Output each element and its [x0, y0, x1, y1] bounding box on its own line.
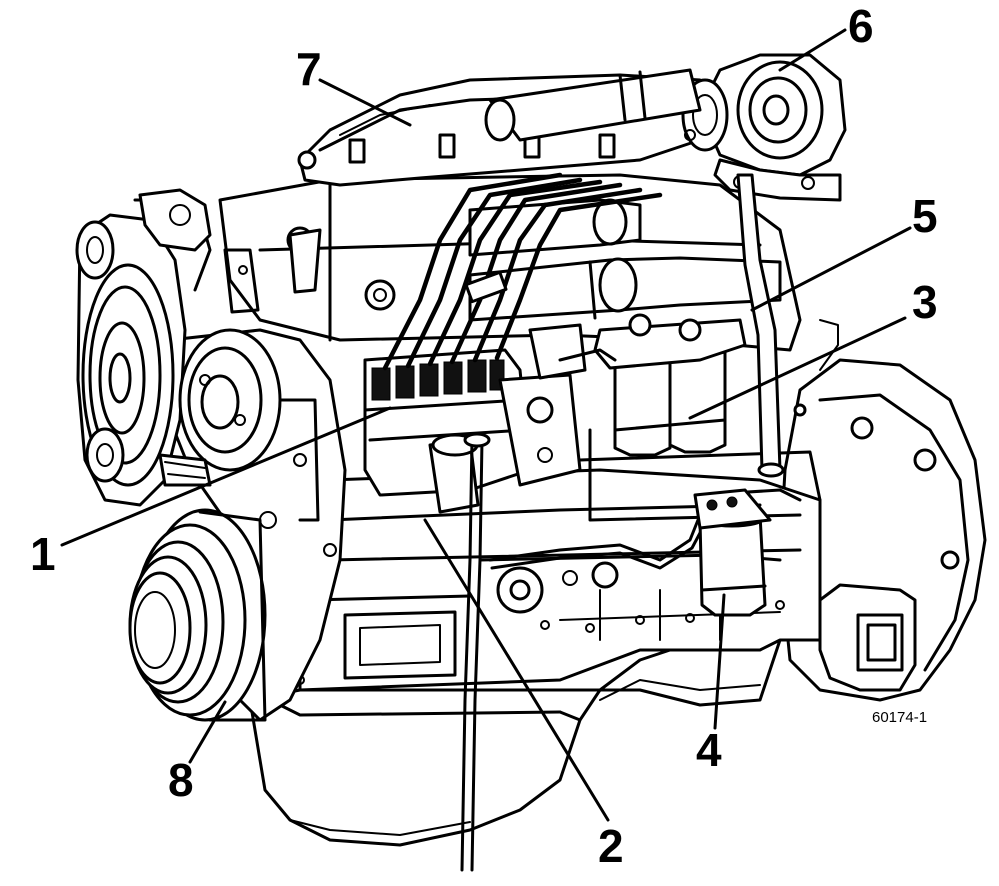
leader-lines — [60, 28, 912, 822]
crankshaft-pulley — [128, 508, 267, 722]
callout-labels: 1 2 3 4 5 6 7 8 — [30, 0, 938, 872]
callout-2: 2 — [598, 820, 624, 872]
dipstick — [460, 432, 491, 872]
callout-7: 7 — [296, 43, 322, 95]
oil-filter — [693, 488, 772, 617]
oil-pan — [248, 638, 782, 847]
callout-4: 4 — [696, 724, 722, 776]
leader-3 — [688, 316, 907, 420]
leader-7 — [318, 78, 412, 127]
callout-8: 8 — [168, 754, 194, 806]
leader-2 — [423, 518, 610, 822]
callout-3: 3 — [912, 276, 938, 328]
leader-6 — [778, 28, 847, 72]
engine-block — [238, 428, 822, 702]
callout-5: 5 — [912, 190, 938, 242]
leader-4 — [713, 593, 726, 730]
injection-pump — [363, 323, 587, 514]
leader-1 — [60, 406, 392, 547]
callout-6: 6 — [848, 0, 874, 52]
turbocharger — [679, 53, 847, 202]
accessory-pulleys — [75, 188, 212, 507]
figure-reference: 60174-1 — [872, 709, 927, 726]
leader-5 — [750, 226, 912, 312]
bell-housing-flange — [818, 583, 917, 692]
water-pump — [158, 328, 282, 487]
air-pipes — [468, 68, 782, 322]
leader-8 — [188, 700, 227, 764]
fuel-filters — [593, 313, 747, 457]
turbo-drain-tube — [736, 173, 785, 478]
callout-1: 1 — [30, 528, 56, 580]
injector-lines — [382, 172, 663, 371]
